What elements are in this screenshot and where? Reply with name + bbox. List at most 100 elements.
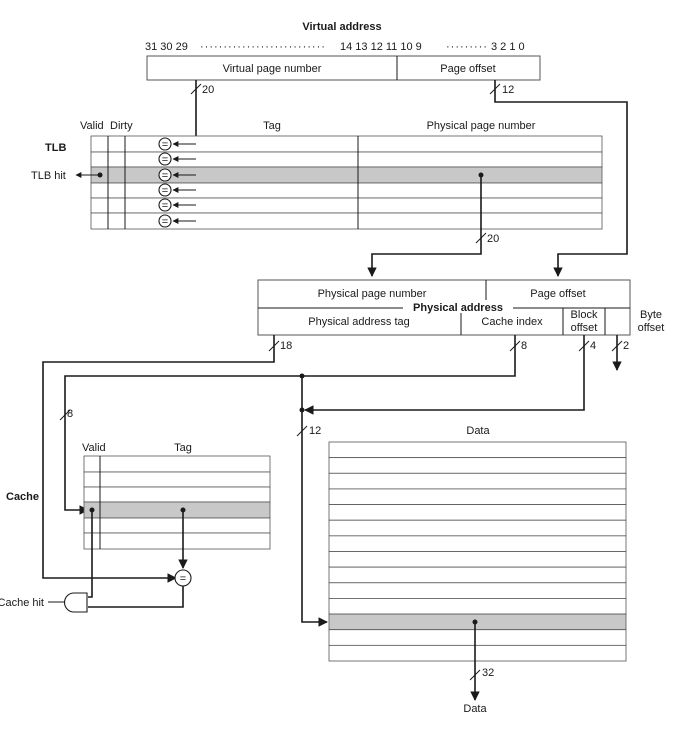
cache-data-row — [328, 535, 627, 552]
tlb-valid-header: Valid — [80, 120, 104, 132]
physical-page-offset-field: Page offset — [530, 288, 585, 300]
cache-tag-row — [83, 455, 271, 473]
cache-index-wire-width: 8 — [67, 408, 73, 420]
cache-data-row — [328, 457, 627, 474]
physical-tag-bus-width-tick — [268, 340, 280, 352]
data-select-bus — [301, 376, 328, 627]
page-offset-bus-width-tick — [489, 83, 501, 95]
cache-tag-row — [83, 517, 271, 534]
cache-data-out-width-tick — [469, 669, 481, 681]
cache-index-bus-width: 8 — [521, 340, 527, 352]
tlb-comparator: = — [158, 168, 172, 182]
cache-index-wire-width-tick — [59, 409, 71, 421]
physical-address-title: Physical address — [413, 302, 503, 314]
cache-data-row-selected — [328, 613, 627, 631]
cache-data-out-width: 32 — [482, 667, 494, 679]
svg-text:=: = — [162, 154, 168, 166]
cache-tag-row — [83, 471, 271, 488]
cache-data-row — [328, 441, 627, 459]
block-offset-bus-width-tick — [578, 340, 590, 352]
cache-data-row — [328, 582, 627, 599]
tlb-title: TLB — [45, 142, 66, 154]
tlb-comparators: = = = = = = — [158, 137, 196, 228]
cache-index-bus — [64, 335, 516, 515]
tlb-ppn-header: Physical page number — [427, 120, 536, 132]
virtual-address-register — [146, 55, 541, 81]
cache-index-field: Cache index — [481, 316, 543, 328]
cache-data-row — [328, 629, 627, 646]
cache-data-row — [328, 551, 627, 568]
tlb-hit-label: TLB hit — [31, 170, 66, 182]
physical-tag-field: Physical address tag — [308, 316, 410, 328]
virtual-address-title: Virtual address — [302, 21, 381, 33]
tlb-table — [90, 135, 603, 230]
data-output-label: Data — [463, 703, 487, 715]
cache-data-header: Data — [466, 425, 490, 437]
cache-tag-row — [83, 486, 271, 503]
block-offset-bus-width: 4 — [590, 340, 596, 352]
tlb-comparator: = — [158, 198, 172, 212]
virtual-bit-numbers-left: 31 30 29 — [145, 41, 188, 53]
virtual-bit-numbers-dots-1: ··························· — [200, 41, 326, 53]
cache-data-row — [328, 472, 627, 490]
cache-tag-row — [83, 532, 271, 550]
cache-data-row — [328, 488, 627, 505]
vpn-bus-width: 20 — [202, 84, 214, 96]
block-offset-bus — [304, 335, 585, 415]
ppn-bus — [367, 175, 482, 277]
cache-data-table — [328, 441, 627, 662]
svg-text:=: = — [180, 573, 186, 585]
cache-compare-wire — [88, 586, 184, 608]
byte-offset-label-line-2: offset — [638, 322, 665, 334]
virtual-bit-numbers-mid: 14 13 12 11 10 9 — [340, 41, 422, 53]
data-select-bus-width: 12 — [309, 425, 321, 437]
cache-hit-and-gate — [63, 592, 88, 613]
cache-tag-table — [83, 455, 271, 550]
byte-offset-label-line-1: Byte — [640, 309, 662, 321]
byte-offset-bus-width-tick — [611, 340, 623, 352]
svg-text:=: = — [162, 185, 168, 197]
cache-data-row — [328, 519, 627, 537]
svg-text:=: = — [162, 170, 168, 182]
virtual-bit-numbers-right: 3 2 1 0 — [491, 41, 525, 53]
byte-offset-bus-width: 2 — [623, 340, 629, 352]
cache-tag-row-selected — [83, 501, 271, 519]
cache-valid-header: Valid — [82, 442, 106, 454]
cache-data-row — [328, 598, 627, 615]
tlb-row — [90, 212, 603, 230]
ppn-bus-width: 20 — [487, 233, 499, 245]
tlb-comparator: = — [158, 214, 172, 228]
page-offset-bus — [494, 80, 628, 277]
virtual-bit-numbers-dots-2: ········· — [446, 41, 488, 53]
vpn-bus-width-tick — [190, 83, 202, 95]
cache-title: Cache — [6, 491, 39, 503]
page-offset-bus-width: 12 — [502, 84, 514, 96]
tlb-tag-header: Tag — [263, 120, 281, 132]
cache-data-row — [328, 504, 627, 521]
cache-data-row — [328, 644, 627, 662]
cache-tag-header: Tag — [174, 442, 192, 454]
svg-text:=: = — [162, 216, 168, 228]
tlb-comparator: = — [158, 183, 172, 197]
virtual-page-number-field: Virtual page number — [223, 63, 322, 75]
physical-tag-bus — [42, 335, 275, 583]
physical-address-title-bg — [403, 300, 513, 313]
svg-text:=: = — [162, 139, 168, 151]
cache-hit-label: Cache hit — [0, 597, 44, 609]
cache-index-bus-width-tick — [509, 340, 521, 352]
physical-tag-bus-width: 18 — [280, 340, 292, 352]
cache-valid-wire — [88, 510, 93, 598]
page-offset-field: Page offset — [440, 63, 495, 75]
tlb-dirty-header: Dirty — [110, 120, 133, 132]
cache-tag-comparator: = — [174, 569, 192, 587]
tlb-comparator: = — [158, 152, 172, 166]
tlb-comparator: = — [158, 137, 172, 151]
cache-data-row — [328, 566, 627, 584]
block-offset-field-line-1: Block — [571, 309, 598, 321]
physical-ppn-field: Physical page number — [318, 288, 427, 300]
data-select-bus-width-tick — [296, 425, 308, 437]
block-offset-field-line-2: offset — [571, 322, 598, 334]
svg-text:=: = — [162, 200, 168, 212]
ppn-bus-width-tick — [475, 232, 487, 244]
